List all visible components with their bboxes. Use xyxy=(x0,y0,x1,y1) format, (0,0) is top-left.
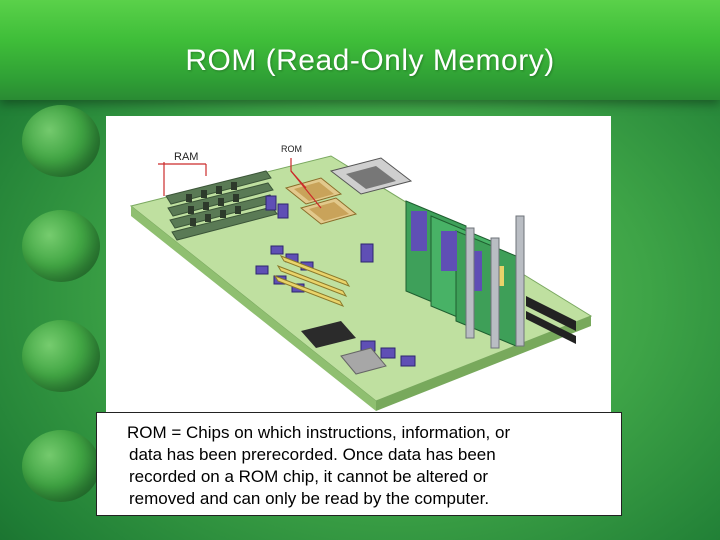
globe-decoration xyxy=(22,430,100,502)
motherboard-illustration: RAM ROM xyxy=(106,116,611,416)
ram-label: RAM xyxy=(174,151,198,163)
caption-box: ROM = Chips on which instructions, infor… xyxy=(96,412,622,516)
globe-decoration xyxy=(22,210,100,282)
caption-line: recorded on a ROM chip, it cannot be alt… xyxy=(129,467,489,486)
globe-decoration xyxy=(22,320,100,392)
rom-label: ROM xyxy=(281,144,302,154)
title-bar: ROM (Read-Only Memory) xyxy=(0,0,720,100)
slide-title: ROM (Read-Only Memory) xyxy=(185,44,555,77)
caption-line: removed and can only be read by the comp… xyxy=(129,489,490,508)
globe-decoration xyxy=(22,105,100,177)
caption-line: ROM = Chips on which instructions, infor… xyxy=(127,423,511,442)
caption-line: data has been prerecorded. Once data has… xyxy=(129,445,496,464)
